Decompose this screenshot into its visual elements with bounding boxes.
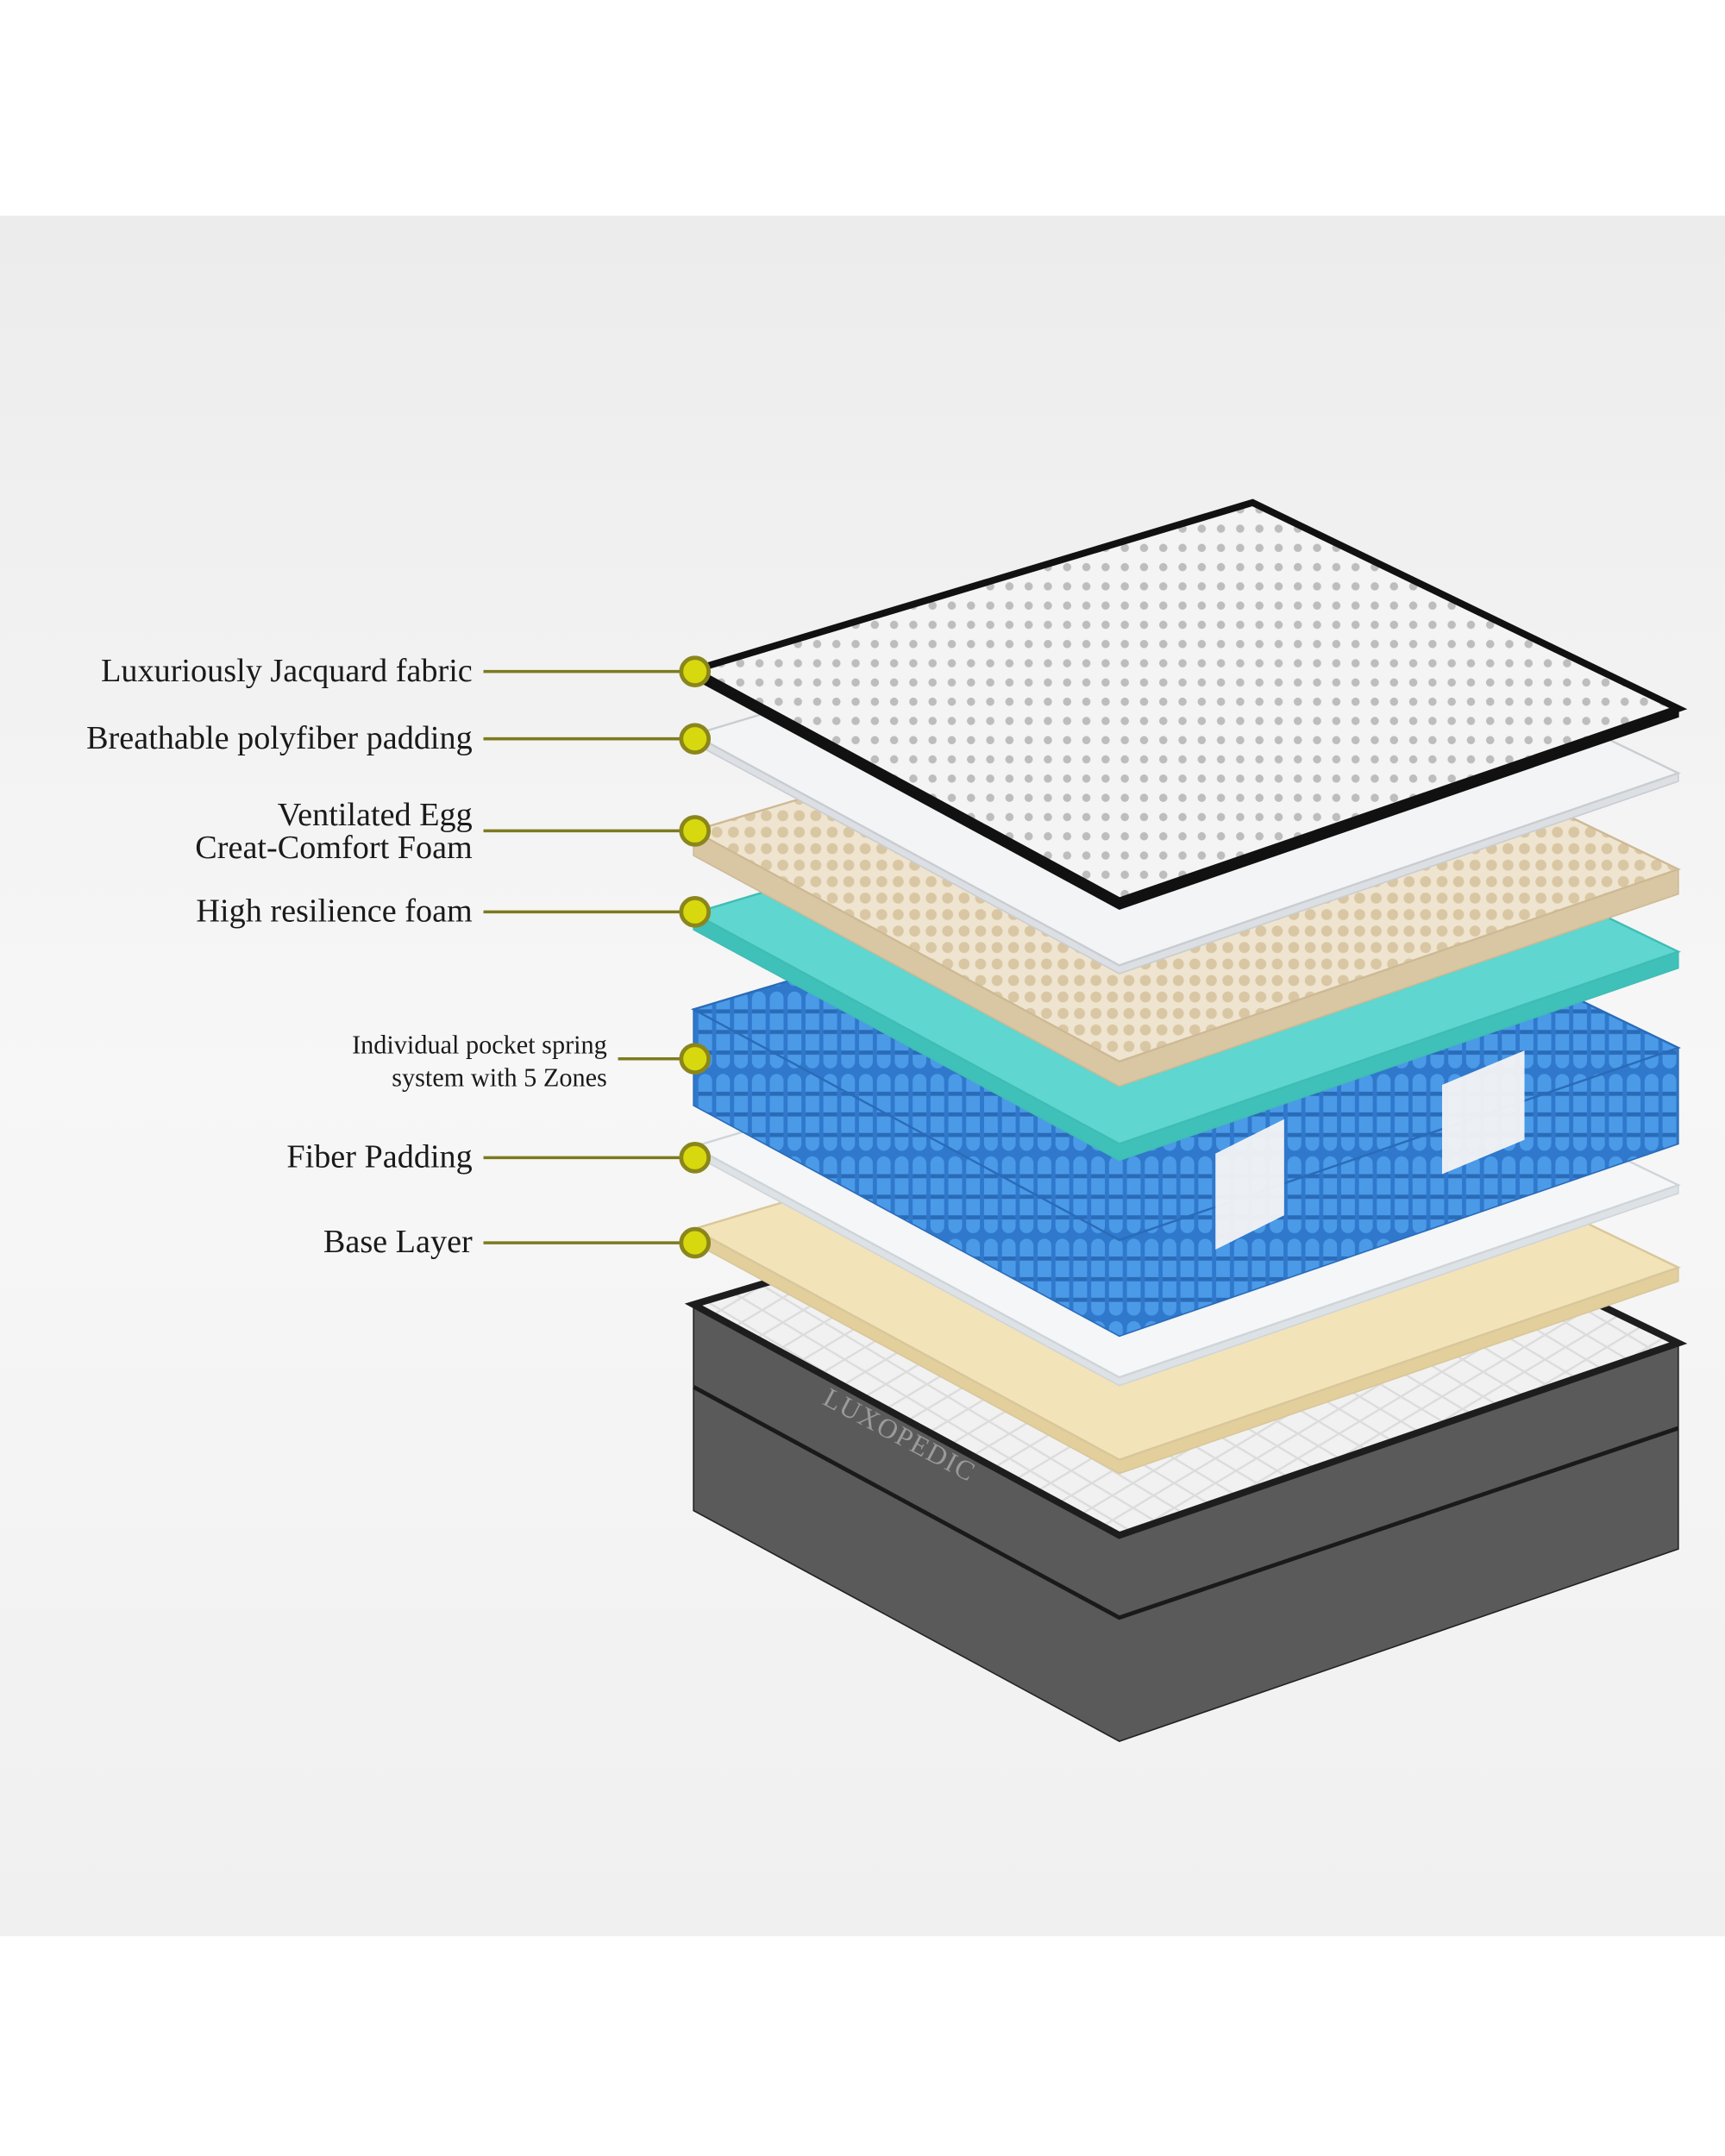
callout-label: Base Layer [323, 1224, 473, 1260]
mattress-stack: LUXOPEDIC [684, 498, 1688, 1742]
callout-dot-icon [679, 1142, 712, 1174]
callout: Individual pocket spring system with 5 Zo… [352, 1030, 712, 1093]
jacquard-fabric-top [684, 498, 1688, 911]
callout: Fiber Padding [286, 1139, 712, 1175]
callout-label: Breathable polyfiber padding [86, 720, 473, 756]
callout-dot-icon [679, 723, 712, 755]
callout-label: Individual pocket spring [352, 1030, 607, 1059]
callout: Base Layer [323, 1224, 712, 1260]
callout-label: Ventilated Egg [278, 797, 473, 833]
callout: Luxuriously Jacquard fabric [101, 653, 712, 689]
callout-label: Luxuriously Jacquard fabric [101, 653, 473, 689]
callout-dot-icon [679, 1226, 712, 1259]
callout-label: Fiber Padding [286, 1139, 472, 1175]
callout-label: High resilience foam [196, 893, 473, 929]
spring-zone-white [1215, 1119, 1284, 1250]
callout-label: Creat-Comfort Foam [195, 830, 473, 866]
callout: High resilience foam [196, 893, 712, 929]
callout-label: system with 5 Zones [392, 1063, 607, 1093]
callout-dot-icon [679, 1043, 712, 1075]
callout: Breathable polyfiber padding [86, 720, 712, 756]
callout-dot-icon [679, 896, 712, 928]
callout-dot-icon [679, 815, 712, 847]
callout-dot-icon [679, 655, 712, 687]
spring-zone-white [1441, 1050, 1525, 1175]
